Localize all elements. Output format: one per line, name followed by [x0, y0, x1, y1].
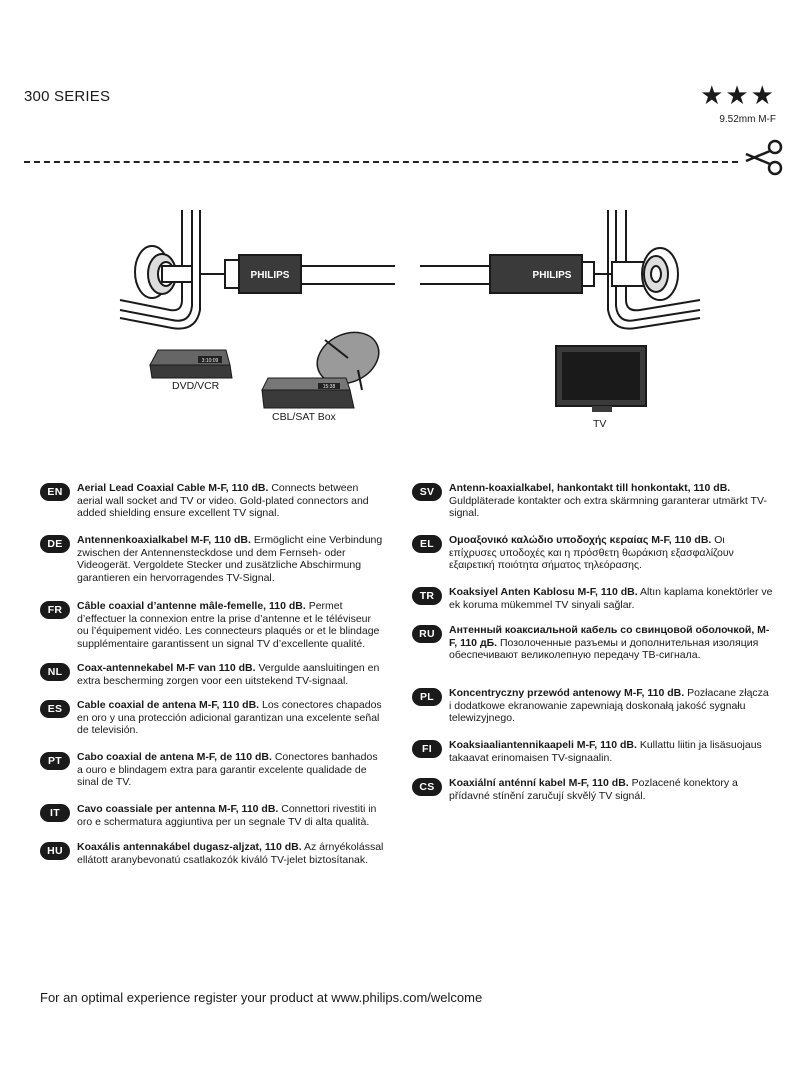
- description-text: Pozłacane złącza i dodatkowe ekranowanie…: [449, 687, 769, 725]
- description-text: Позолоченные разъемы и дополнительная из…: [449, 636, 759, 662]
- lang-badge-tr: TR: [412, 587, 442, 605]
- tv-device: [555, 345, 647, 412]
- lang-badge-en: EN: [40, 483, 70, 501]
- dvd-display: 3:10:09: [202, 358, 219, 364]
- description-sv: SV Antenn-koaxialkabel, hankontakt till h…: [412, 482, 774, 534]
- description-el: EL Ομοαξονικό καλώδιο υποδοχής κεραίας M-…: [412, 534, 774, 586]
- description-pl: PL Koncentryczny przewód antenowy M-F, 11…: [412, 687, 774, 739]
- description-text: Pozlacené konektory a přídavné stínění z…: [449, 777, 738, 802]
- registration-footer: For an optimal experience register your …: [40, 990, 483, 1005]
- lang-badge-ru: RU: [412, 625, 442, 643]
- description-title: Coax-antennekabel M-F van 110 dB.: [77, 662, 256, 674]
- satellite-dish: [316, 331, 380, 391]
- cable-spec: 9.52mm M-F: [719, 114, 776, 125]
- wall-socket-left: [119, 210, 201, 330]
- description-es: ES Cable coaxial de antena M-F, 110 dB. L…: [40, 699, 385, 751]
- lang-badge-el: EL: [412, 535, 442, 553]
- description-title: Антенный коаксиальной кабель со свинцово…: [449, 624, 770, 649]
- box-display: 15:38: [323, 384, 336, 390]
- description-title: Antenn-koaxialkabel, hankontakt till hon…: [449, 482, 731, 494]
- description-de: DE Antennenkoaxialkabel M-F, 110 dB. Ermö…: [40, 534, 385, 600]
- description-fr: FR Câble coaxial d’antenne mâle-femelle, …: [40, 600, 385, 662]
- cable-plug-left: PHILIPS: [200, 254, 395, 294]
- description-title: Koaxális antennakábel dugasz-aljzat, 110…: [77, 841, 302, 853]
- connection-illustration: PHILIPS PHILIPS 3:10:09 15:38: [119, 210, 701, 412]
- description-nl: NL Coax-antennekabel M-F van 110 dB. Verg…: [40, 662, 385, 699]
- series-title: 300 SERIES: [24, 88, 111, 105]
- description-tr: TR Koaksiyel Anten Kablosu M-F, 110 dB. A…: [412, 586, 774, 624]
- description-cs: CS Koaxiální anténní kabel M-F, 110 dB. P…: [412, 777, 774, 802]
- description-ru: RU Антенный коаксиальной кабель со свинцо…: [412, 624, 774, 687]
- description-title: Cabo coaxial de antena M-F, de 110 dB.: [77, 751, 272, 763]
- description-text: Altın kaplama konektörler ve ek koruma m…: [449, 586, 773, 611]
- lang-badge-pl: PL: [412, 688, 442, 706]
- lang-badge-de: DE: [40, 535, 70, 553]
- rating-stars: ★★★: [700, 80, 776, 110]
- description-title: Antennenkoaxialkabel M-F, 110 dB.: [77, 534, 251, 546]
- description-title: Koncentryczny przewód antenowy M-F, 110 …: [449, 687, 685, 699]
- description-hu: HU Koaxális antennakábel dugasz-aljzat, 1…: [40, 841, 385, 866]
- lang-badge-hu: HU: [40, 842, 70, 860]
- lang-badge-cs: CS: [412, 778, 442, 796]
- description-title: Cable coaxial de antena M-F, 110 dB.: [77, 699, 260, 711]
- description-title: Aerial Lead Coaxial Cable M-F, 110 dB.: [77, 482, 269, 494]
- description-title: Ομοαξονικό καλώδιο υποδοχής κεραίας M-F,…: [449, 534, 712, 546]
- description-text: Οι επίχρυσες υποδοχές και η πρόσθετη θωρ…: [449, 534, 734, 572]
- cut-line: [24, 161, 738, 163]
- dvd-vcr-label: DVD/VCR: [172, 380, 220, 392]
- description-it: IT Cavo coassiale per antenna M-F, 110 dB…: [40, 803, 385, 841]
- description-title: Koaksiyel Anten Kablosu M-F, 110 dB.: [449, 586, 638, 598]
- description-title: Koaxiální anténní kabel M-F, 110 dB.: [449, 777, 629, 789]
- lang-badge-fi: FI: [412, 740, 442, 758]
- description-text: Az árnyékolással ellátott aranybevonatú …: [77, 841, 384, 866]
- description-title: Koaksiaaliantennikaapeli M-F, 110 dB.: [449, 739, 637, 751]
- description-text: Connects between aerial wall socket and …: [77, 482, 369, 520]
- cbl-sat-box-label: CBL/SAT Box: [272, 411, 336, 423]
- plug-brand-right: PHILIPS: [533, 270, 572, 281]
- lang-badge-es: ES: [40, 700, 70, 718]
- tv-label: TV: [593, 418, 607, 430]
- description-text: Los conectores chapados en oro y una pro…: [77, 699, 382, 737]
- scissors-icon: [745, 139, 783, 176]
- lang-badge-pt: PT: [40, 752, 70, 770]
- descriptions-right-column: SV Antenn-koaxialkabel, hankontakt till h…: [412, 482, 774, 802]
- description-text: Connettori rivestiti in oro e schermatur…: [77, 803, 377, 828]
- plug-brand-left: PHILIPS: [251, 270, 290, 281]
- description-en: EN Aerial Lead Coaxial Cable M-F, 110 dB.…: [40, 482, 385, 534]
- descriptions-left-column: EN Aerial Lead Coaxial Cable M-F, 110 dB.…: [40, 482, 385, 866]
- lang-badge-nl: NL: [40, 663, 70, 681]
- description-title: Câble coaxial d’antenne mâle-femelle, 11…: [77, 600, 306, 612]
- cable-plug-right: PHILIPS: [420, 254, 612, 294]
- description-text: Ermöglicht eine Verbindung zwischen der …: [77, 534, 383, 584]
- wall-socket-right: [607, 210, 701, 330]
- lang-badge-fr: FR: [40, 601, 70, 619]
- description-text: Vergulde aansluitingen en extra bescherm…: [77, 662, 380, 687]
- description-text: Guldpläterade kontakter och extra skärmn…: [449, 494, 767, 520]
- description-text: Permet d’effectuer la connexion entre la…: [77, 600, 380, 650]
- description-text: Conectores banhados a ouro e blindagem e…: [77, 751, 378, 789]
- lang-badge-sv: SV: [412, 483, 442, 501]
- description-title: Cavo coassiale per antenna M-F, 110 dB.: [77, 803, 279, 815]
- lang-badge-it: IT: [40, 804, 70, 822]
- dvd-vcr-device: 3:10:09: [149, 349, 233, 379]
- description-text: Kullattu liitin ja lisäsuojaus takaavat …: [449, 739, 762, 764]
- description-pt: PT Cabo coaxial de antena M-F, de 110 dB.…: [40, 751, 385, 803]
- cbl-sat-box-device: 15:38: [261, 377, 355, 409]
